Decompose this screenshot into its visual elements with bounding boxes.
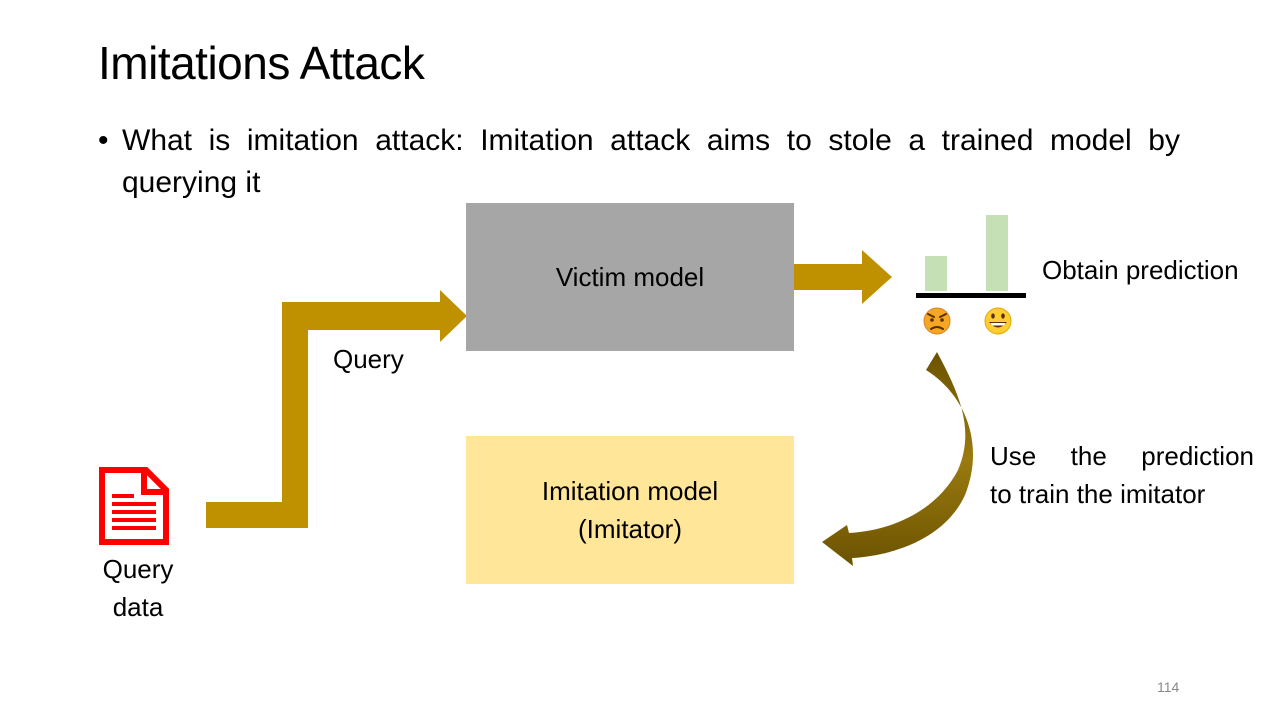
prediction-bar-happy <box>986 215 1008 291</box>
angry-face-icon <box>923 307 951 335</box>
bullet-text: What is imitation attack: Imitation atta… <box>122 124 1180 199</box>
query-data-line1: Query <box>102 554 174 584</box>
use-prediction-line1: Use the prediction <box>990 441 1254 471</box>
victim-model-label: Victim model <box>555 262 705 292</box>
prediction-bar-angry <box>925 256 947 291</box>
query-data-label: Query data <box>98 550 178 626</box>
use-prediction-label: Use the prediction to train the imitator <box>990 437 1254 513</box>
curved-feedback-arrow <box>822 352 974 566</box>
obtain-prediction-label: Obtain prediction <box>1042 255 1239 285</box>
page-number: 114 <box>1157 679 1180 695</box>
prediction-baseline <box>916 293 1026 298</box>
victim-model-box: Victim model <box>466 203 794 351</box>
use-prediction-line2: to train the imitator <box>990 479 1206 509</box>
slide-title: Imitations Attack <box>98 37 425 89</box>
query-data-line2: data <box>112 592 164 622</box>
query-arrow <box>206 290 467 528</box>
bullet-dot: • <box>98 124 109 157</box>
grinning-face-icon <box>984 307 1012 335</box>
imitation-model-label: Imitation model <box>541 476 719 506</box>
imitation-model-box: Imitation model (Imitator) <box>466 436 794 584</box>
prediction-arrow <box>794 250 892 304</box>
query-label: Query <box>333 344 404 374</box>
bullet-point: • What is imitation attack: Imitation at… <box>98 120 1180 204</box>
imitator-label: (Imitator) <box>578 514 682 544</box>
document-icon <box>99 467 169 545</box>
